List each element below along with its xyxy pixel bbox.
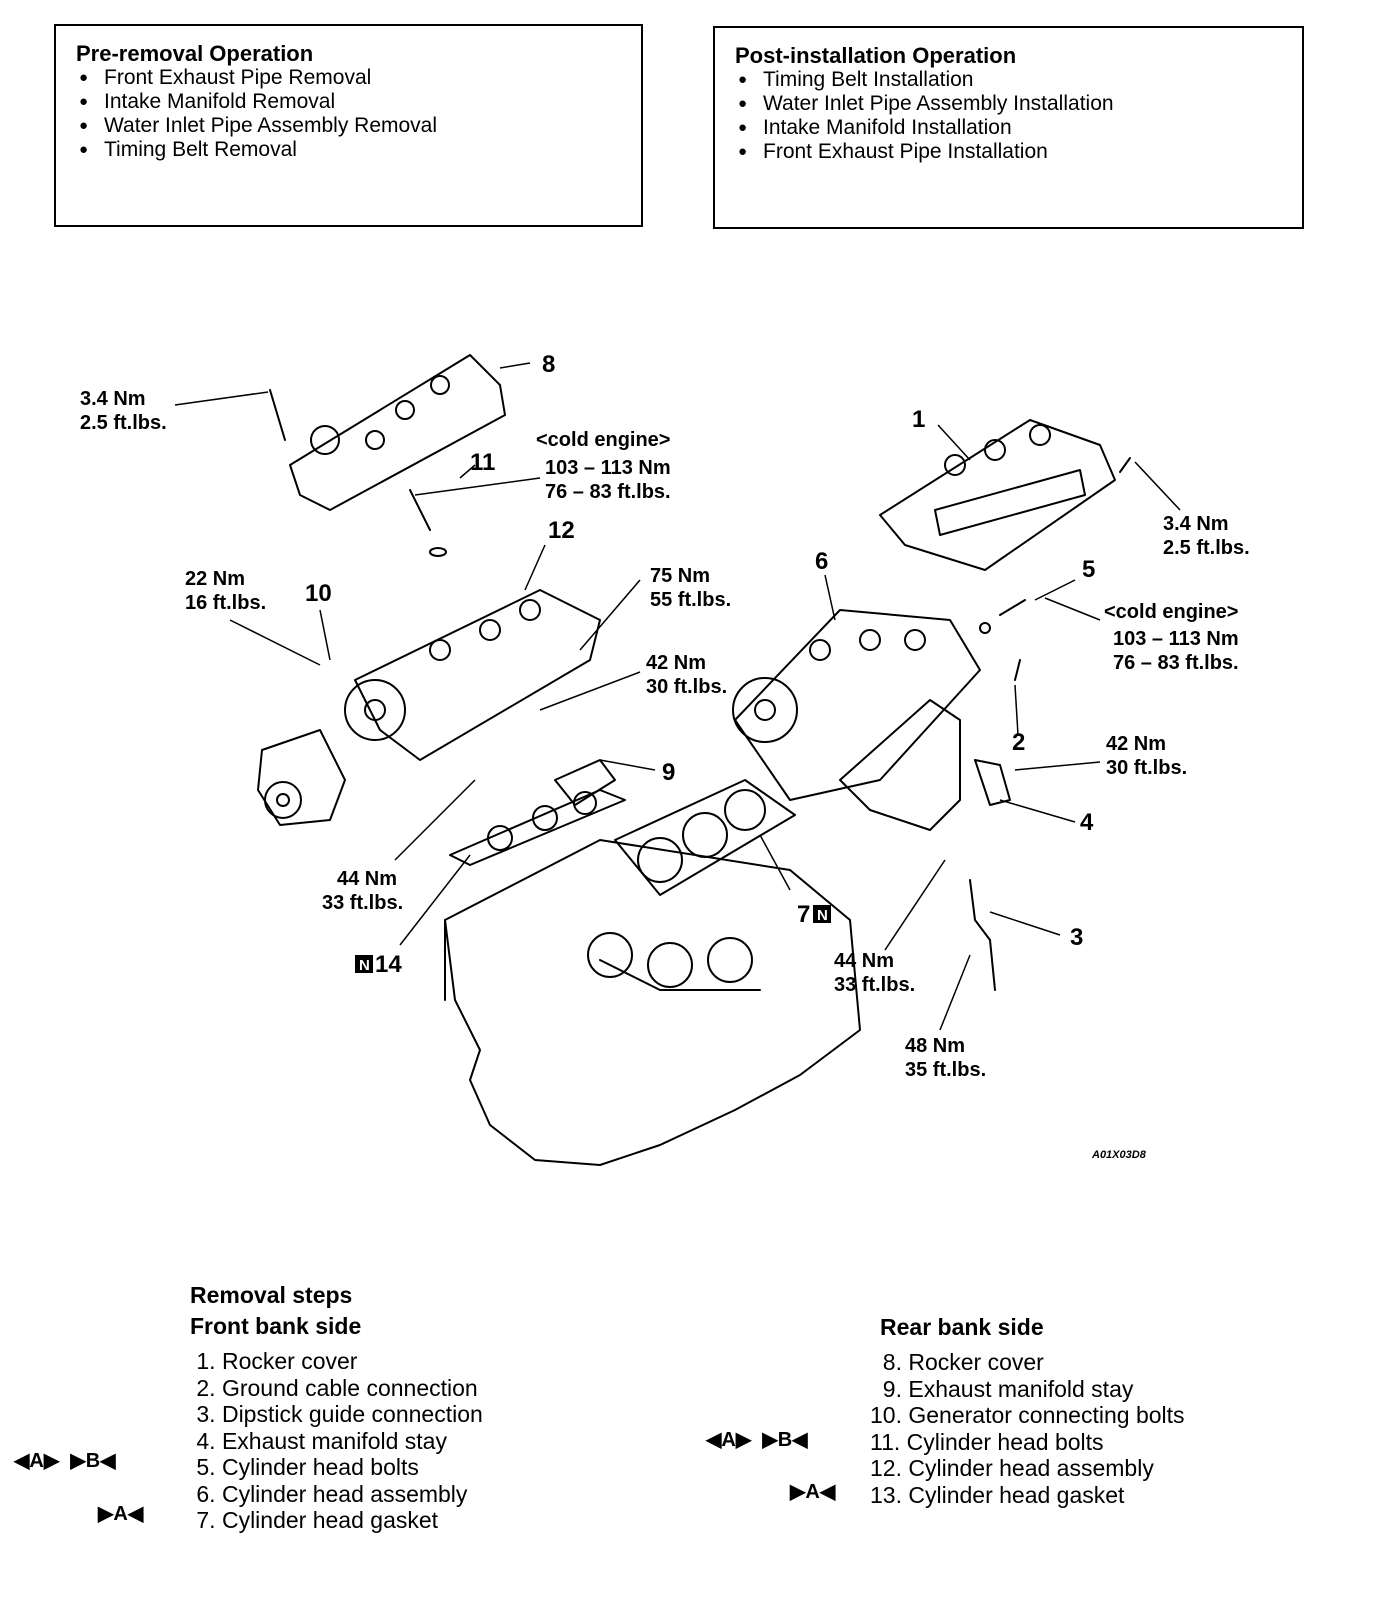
- removal-steps-title: Removal steps: [190, 1282, 353, 1308]
- torque-12-nm: 75 Nm: [650, 565, 710, 587]
- front-rocker-cover-drawing: [879, 419, 1116, 571]
- list-item: 7. Cylinder head gasket: [190, 1507, 439, 1533]
- torque-9-nm: 42 Nm: [646, 652, 706, 674]
- list-item: Intake Manifold Installation: [735, 116, 1302, 140]
- part-12-label: 12: [548, 517, 575, 544]
- list-item: 11. Cylinder head bolts: [870, 1428, 1104, 1455]
- part-14-label: 14: [375, 951, 402, 978]
- list-item: Front Exhaust Pipe Installation: [735, 140, 1302, 164]
- service-mark-front-7: ▶A◀: [98, 1503, 144, 1525]
- list-item: 10. Generator connecting bolts: [870, 1402, 1185, 1428]
- torque-9-ft: 30 ft.lbs.: [646, 676, 727, 698]
- torque-3a-ft: 33 ft.lbs.: [834, 974, 915, 996]
- torque-3a-nm: 44 Nm: [834, 950, 894, 972]
- service-mark-rear-11: ◀A▶ ▶B◀: [706, 1429, 808, 1451]
- part-5-label: 5: [1082, 556, 1095, 583]
- torque-12-ft: 55 ft.lbs.: [650, 589, 731, 611]
- list-item: 5. Cylinder head bolts: [190, 1454, 419, 1480]
- exhaust-manifold-drawing: [839, 699, 961, 831]
- part-8-label: 8: [542, 351, 555, 378]
- part-9-label: 9: [662, 759, 675, 786]
- service-mark-front-5: ◀A▶ ▶B◀: [14, 1450, 116, 1472]
- list-item: Intake Manifold Removal: [76, 90, 641, 114]
- part-2-label: 2: [1012, 729, 1025, 756]
- list-item: Timing Belt Installation: [735, 68, 1302, 92]
- list-item: Water Inlet Pipe Assembly Removal: [76, 114, 641, 138]
- dipstick-guide-drawing: [969, 879, 996, 991]
- front-bank-title: Front bank side: [190, 1313, 362, 1339]
- list-item: 9. Exhaust manifold stay: [870, 1375, 1134, 1402]
- pre-removal-list: Front Exhaust Pipe Removal Intake Manifo…: [76, 66, 641, 162]
- torque-10-nm: 22 Nm: [185, 568, 245, 590]
- post-installation-title: Post-installation Operation: [735, 43, 1017, 68]
- part-10-label: 10: [305, 580, 332, 607]
- torque-3b-nm: 48 Nm: [905, 1035, 965, 1057]
- cold-engine-5: <cold engine>: [1104, 601, 1238, 623]
- part-6-label: 6: [815, 548, 828, 575]
- post-installation-list: Timing Belt Installation Water Inlet Pip…: [735, 68, 1302, 164]
- list-item: 4. Exhaust manifold stay: [190, 1427, 447, 1454]
- list-item: 1. Rocker cover: [190, 1348, 358, 1374]
- torque-5-nm: 103 – 113 Nm: [1113, 628, 1239, 650]
- new-part-marker-14: [355, 955, 373, 973]
- pre-removal-title: Pre-removal Operation: [76, 41, 314, 66]
- torque-11-nm: 103 – 113 Nm: [545, 457, 671, 479]
- exhaust-stay-4-drawing: [974, 759, 1011, 806]
- new-part-marker-7: [813, 905, 831, 923]
- rear-rocker-cover-drawing: [269, 354, 506, 511]
- part-7-label: 7: [797, 901, 810, 928]
- front-gasket-drawing: [449, 789, 626, 866]
- torque-14-ft: 33 ft.lbs.: [322, 892, 403, 914]
- list-item: Water Inlet Pipe Assembly Installation: [735, 92, 1302, 116]
- torque-11-ft: 76 – 83 ft.lbs.: [545, 481, 671, 503]
- list-item: 6. Cylinder head assembly: [190, 1480, 468, 1507]
- removal-steps-front: Removal steps Front bank side 1. Rocker …: [190, 1280, 483, 1534]
- torque-8-nm: 3.4 Nm: [80, 388, 146, 410]
- part-1-label: 1: [912, 406, 925, 433]
- engine-block-drawing: [444, 839, 861, 1166]
- exhaust-stay-9-drawing: [554, 759, 616, 806]
- rear-bank-title: Rear bank side: [880, 1314, 1044, 1340]
- part-11-label: 11: [470, 449, 495, 476]
- generator-drawing: [257, 729, 346, 826]
- removal-steps-rear: Rear bank side 8. Rocker cover 9. Exhaus…: [870, 1312, 1185, 1508]
- list-item: 3. Dipstick guide connection: [190, 1401, 483, 1427]
- post-installation-box: Post-installation Operation Timing Belt …: [713, 26, 1304, 229]
- rear-cylinder-head-drawing: [344, 589, 601, 761]
- torque-10-ft: 16 ft.lbs.: [185, 592, 266, 614]
- part-3-label: 3: [1070, 924, 1083, 951]
- torque-14-nm: 44 Nm: [337, 868, 397, 890]
- torque-1-nm: 3.4 Nm: [1163, 513, 1229, 535]
- list-item: 13. Cylinder head gasket: [870, 1481, 1125, 1508]
- service-mark-rear-13: ▶A◀: [790, 1481, 836, 1503]
- torque-3b-ft: 35 ft.lbs.: [905, 1059, 986, 1081]
- rear-gasket-drawing: [614, 779, 796, 896]
- list-item: 8. Rocker cover: [870, 1349, 1044, 1375]
- cold-engine-11: <cold engine>: [536, 429, 670, 451]
- list-item: Timing Belt Removal: [76, 138, 641, 162]
- figure-code: A01X03D8: [1091, 1149, 1147, 1161]
- list-item: 12. Cylinder head assembly: [870, 1455, 1154, 1481]
- new-part-marker-7-text: N: [817, 907, 828, 924]
- torque-8-ft: 2.5 ft.lbs.: [80, 412, 167, 434]
- torque-5-ft: 76 – 83 ft.lbs.: [1113, 652, 1239, 674]
- front-cylinder-head-drawing: [732, 609, 981, 801]
- pre-removal-box: Pre-removal Operation Front Exhaust Pipe…: [54, 24, 643, 227]
- list-item: Front Exhaust Pipe Removal: [76, 66, 641, 90]
- torque-4-nm: 42 Nm: [1106, 733, 1166, 755]
- torque-1-ft: 2.5 ft.lbs.: [1163, 537, 1250, 559]
- part-4-label: 4: [1080, 809, 1094, 836]
- new-part-marker-14-text: N: [359, 957, 370, 974]
- list-item: 2. Ground cable connection: [190, 1374, 478, 1401]
- torque-4-ft: 30 ft.lbs.: [1106, 757, 1187, 779]
